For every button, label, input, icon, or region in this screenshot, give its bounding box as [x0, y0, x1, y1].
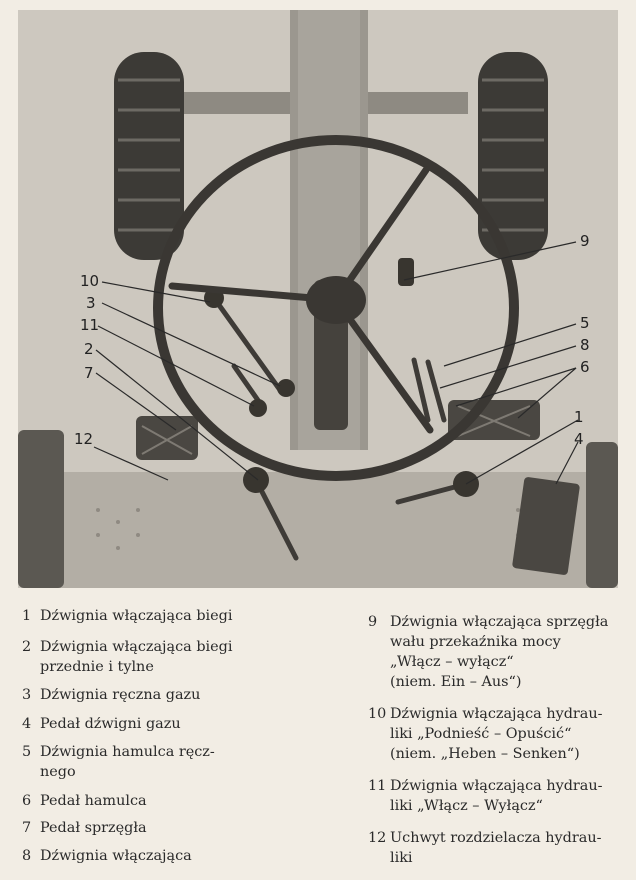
legend-number: 5 [22, 744, 32, 760]
legend-text: Uchwyt rozdzielacza hydrau- liki [390, 830, 602, 866]
callout-8: 8 [580, 336, 590, 354]
legend-text: Dźwignia włączająca [40, 848, 192, 864]
callout-6: 6 [580, 358, 590, 376]
callout-4: 4 [574, 430, 584, 448]
legend-number: 11 [368, 778, 387, 794]
legend-number: 1 [22, 608, 32, 624]
callout-2: 2 [84, 340, 94, 358]
legend-item: 8 Dźwignia włączająca [22, 846, 192, 866]
legend-number: 4 [22, 716, 32, 732]
legend-item: 12 Uchwyt rozdzielacza hydrau- liki [368, 828, 601, 868]
tractor-controls-photo: 10 3 11 2 7 12 9 5 8 6 1 4 [18, 10, 618, 588]
legend-item: 3 Dźwignia ręczna gazu [22, 685, 200, 705]
legend-item: 6 Pedał hamulca [22, 791, 147, 811]
legend-text: Dźwignia włączająca biegi [40, 608, 233, 624]
legend-number: 2 [22, 639, 32, 655]
legend-number: 10 [368, 706, 387, 722]
legend-number: 7 [22, 820, 32, 836]
legend-text: Dźwignia hamulca ręcz- nego [40, 744, 215, 780]
legend-number: 9 [368, 614, 378, 630]
legend-item: 9 Dźwignia włączająca sprzęgła wału prze… [368, 612, 608, 692]
callout-3: 3 [86, 294, 96, 312]
callout-11: 11 [80, 316, 99, 334]
callout-12: 12 [74, 430, 93, 448]
callout-9: 9 [580, 232, 590, 250]
legend-text: Pedał sprzęgła [40, 820, 147, 836]
legend-item: 10 Dźwignia włączająca hydrau- liki „Pod… [368, 704, 603, 764]
legend-item: 2 Dźwignia włączająca biegi przednie i t… [22, 637, 232, 677]
callout-5: 5 [580, 314, 590, 332]
legend-item: 5 Dźwignia hamulca ręcz- nego [22, 742, 215, 782]
legend-item: 1 Dźwignia włączająca biegi [22, 606, 232, 626]
legend-text: Dźwignia włączająca hydrau- liki „Włącz … [390, 778, 603, 814]
legend-text: Pedał dźwigni gazu [40, 716, 181, 732]
legend-number: 8 [22, 848, 32, 864]
legend-number: 6 [22, 793, 32, 809]
legend-text: Dźwignia włączająca sprzęgła wału przeka… [390, 614, 609, 690]
callout-10: 10 [80, 272, 99, 290]
legend-number: 12 [368, 830, 387, 846]
legend-text: Dźwignia włączająca hydrau- liki „Podnie… [390, 706, 603, 762]
legend-item: 11 Dźwignia włączająca hydrau- liki „Włą… [368, 776, 603, 816]
callout-7: 7 [84, 364, 94, 382]
legend-text: Pedał hamulca [40, 793, 147, 809]
legend-number: 3 [22, 687, 32, 703]
callout-1: 1 [574, 408, 584, 426]
legend-text: Dźwignia ręczna gazu [40, 687, 201, 703]
legend-item: 4 Pedał dźwigni gazu [22, 714, 181, 734]
legend-item: 7 Pedał sprzęgła [22, 818, 147, 838]
legend-text: Dźwignia włączająca biegi przednie i tyl… [40, 639, 233, 675]
